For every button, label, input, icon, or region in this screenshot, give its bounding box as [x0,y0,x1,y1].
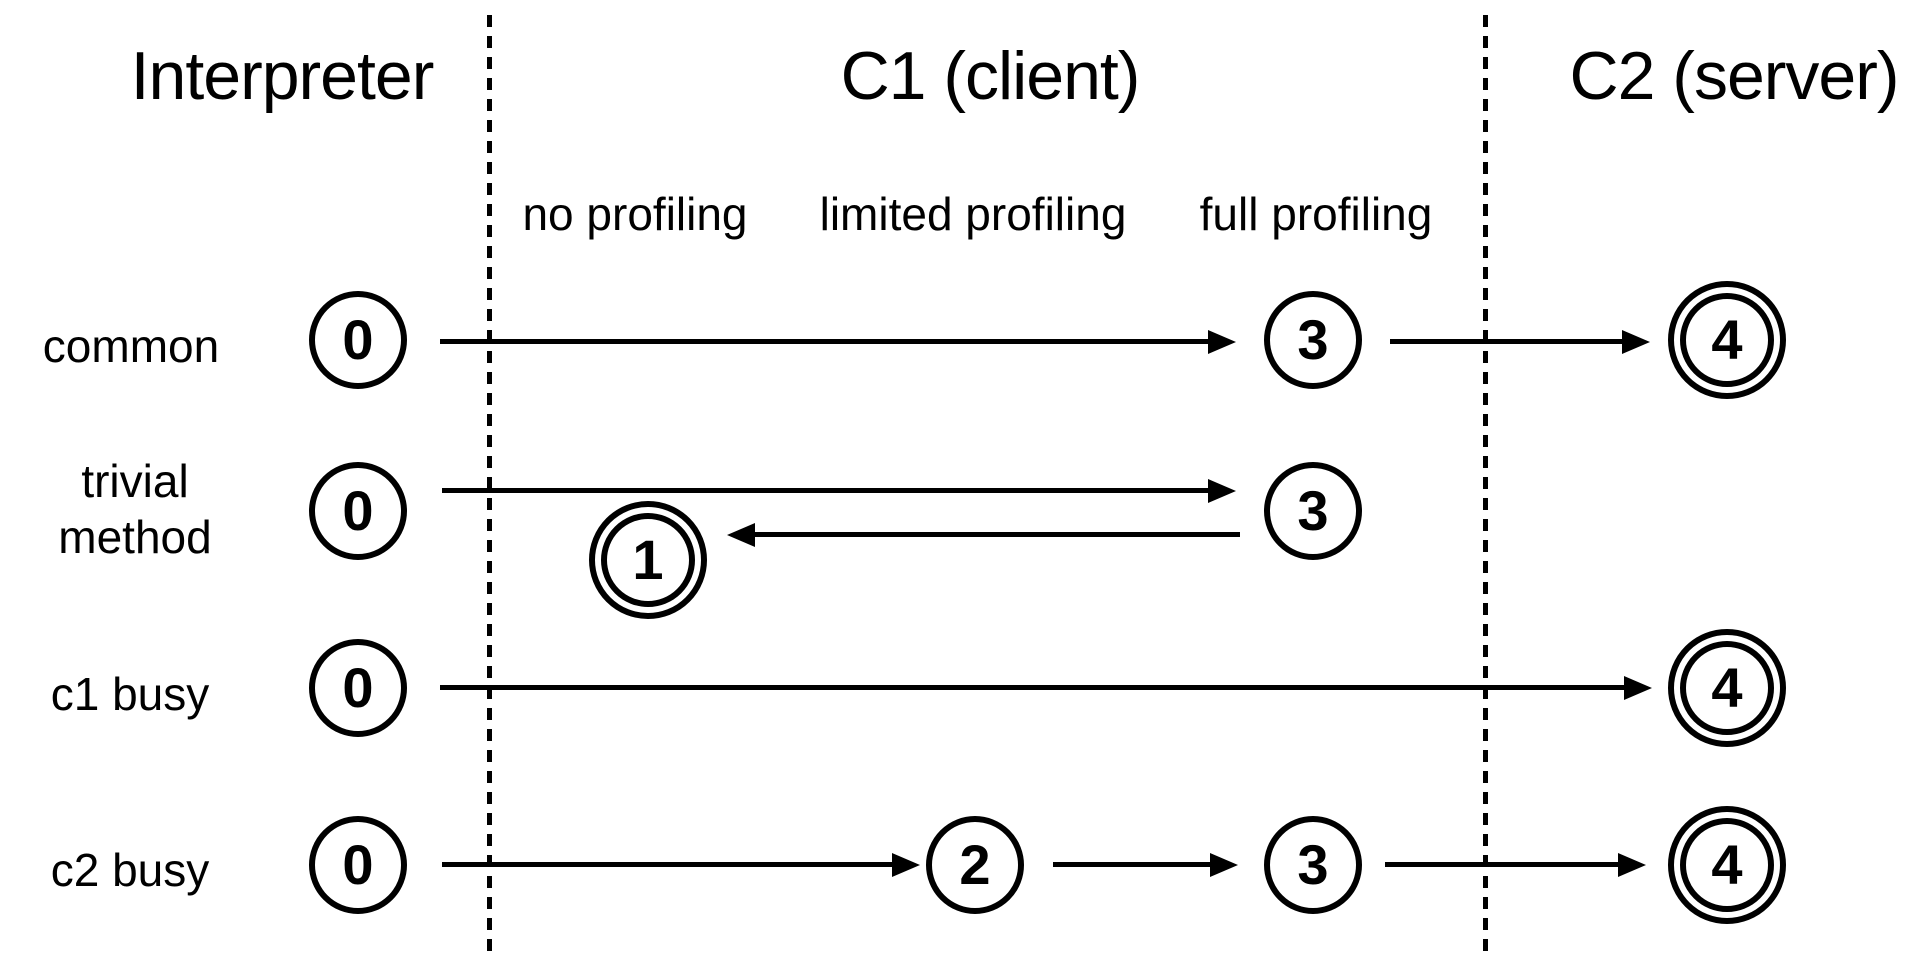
transition-arrow-c1busy-0-4 [440,685,1624,690]
state-number: 2 [959,833,991,896]
state-number: 0 [342,308,374,371]
transition-arrow-trivial-3-1 [755,532,1240,537]
column-divider-interpreter-c1 [487,15,492,960]
column-title-c2-server: C2 (server) [1569,38,1899,114]
accept-state-node-c2busy-4: 4 [1668,806,1786,924]
transition-arrow-c2busy-3-4 [1385,862,1618,867]
row-label-trivial-line2: method [58,511,212,563]
row-label-c2-busy: c2 busy [50,844,210,896]
state-number: 0 [342,833,374,896]
state-node-common-0: 0 [309,291,407,389]
state-number: 4 [1711,833,1743,896]
arrowhead-right-icon [1210,853,1238,877]
transition-arrow-common-3-4 [1390,339,1622,344]
state-node-common-3: 3 [1264,291,1362,389]
transition-arrow-c2busy-2-3 [1053,862,1210,867]
state-number: 3 [1297,308,1329,371]
column-divider-c1-c2 [1483,15,1488,960]
transition-arrow-common-0-3 [440,339,1208,344]
state-number: 3 [1297,479,1329,542]
arrowhead-right-icon [1208,330,1236,354]
state-number: 0 [342,656,374,719]
arrowhead-right-icon [1618,853,1646,877]
inner-ring: 4 [1680,818,1774,912]
arrowhead-right-icon [1622,330,1650,354]
accept-state-node-c1busy-4: 4 [1668,629,1786,747]
state-node-c2busy-2: 2 [926,816,1024,914]
state-node-trivial-0: 0 [309,462,407,560]
arrowhead-right-icon [1624,676,1652,700]
sublabel-limited-profiling: limited profiling [819,188,1127,240]
arrowhead-right-icon [1208,479,1236,503]
state-number: 1 [632,528,664,591]
state-node-c2busy-3: 3 [1264,816,1362,914]
state-number: 4 [1711,308,1743,371]
sublabel-full-profiling: full profiling [1199,188,1433,240]
state-number: 4 [1711,656,1743,719]
accept-state-node-trivial-1: 1 [589,501,707,619]
column-title-c1-client: C1 (client) [840,38,1141,114]
inner-ring: 1 [601,513,695,607]
state-node-c1busy-0: 0 [309,639,407,737]
row-label-c1-busy: c1 busy [50,668,210,720]
row-label-trivial-line1: trivial [81,455,189,507]
transition-arrow-c2busy-0-2 [442,862,892,867]
sublabel-no-profiling: no profiling [522,188,748,240]
column-title-interpreter: Interpreter [130,38,435,114]
state-number: 3 [1297,833,1329,896]
inner-ring: 4 [1680,293,1774,387]
accept-state-node-common-4: 4 [1668,281,1786,399]
row-label-common: common [42,320,220,372]
transition-arrow-trivial-0-3 [442,488,1208,493]
inner-ring: 4 [1680,641,1774,735]
arrowhead-left-icon [727,523,755,547]
state-node-c2busy-0: 0 [309,816,407,914]
state-node-trivial-3: 3 [1264,462,1362,560]
arrowhead-right-icon [892,853,920,877]
row-label-trivial-method: trivial method [58,453,211,565]
state-number: 0 [342,479,374,542]
